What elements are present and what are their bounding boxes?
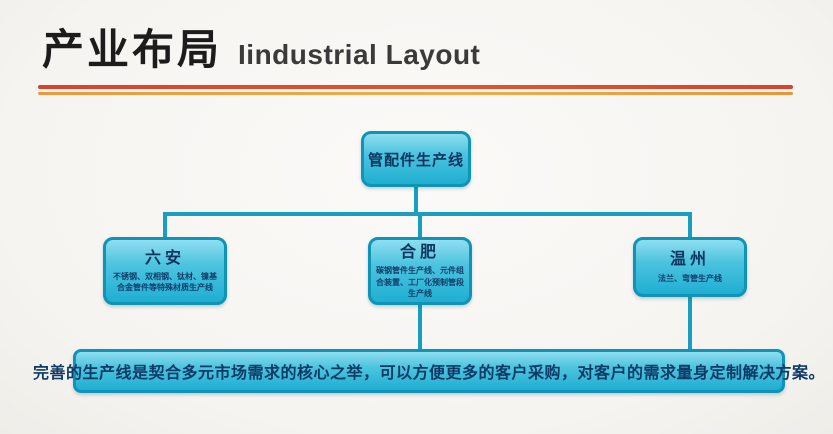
root-node-label: 管配件生产线 (367, 151, 464, 169)
connector-root-vertical (414, 187, 418, 214)
node-wenzhou-desc: 法兰、弯管生产线 (658, 273, 722, 283)
connector-wenzhou-to-footer (688, 297, 692, 349)
node-liuan-desc: 不锈钢、双相钢、钛材、镍基合金管件等特殊材质生产线 (113, 271, 217, 293)
connector-stub-liuan (163, 214, 167, 237)
node-liuan: 六安 不锈钢、双相钢、钛材、镍基合金管件等特殊材质生产线 (103, 237, 227, 305)
divider-line-bottom (38, 92, 793, 95)
connector-horizontal (163, 212, 692, 216)
node-hefei-desc: 碳钢管件生产线、元件组合装置、工厂化预制管段生产线 (376, 266, 464, 298)
page-subtitle: Iindustrial Layout (238, 39, 481, 70)
summary-text: 完善的生产线是契合多元市场需求的核心之举，可以方便更多的客户采购，对客户的需求量… (33, 365, 826, 382)
node-liuan-city: 六安 (144, 249, 185, 267)
page-title: 产业布局 (42, 26, 223, 73)
root-node: 管配件生产线 (361, 131, 471, 187)
divider-line-top (38, 85, 793, 89)
node-wenzhou-city: 温州 (669, 251, 710, 269)
summary-bar: 完善的生产线是契合多元市场需求的核心之举，可以方便更多的客户采购，对客户的需求量… (33, 349, 825, 393)
connector-hefei-to-footer (418, 305, 422, 349)
node-wenzhou: 温州 法兰、弯管生产线 (633, 237, 747, 297)
node-hefei-city: 合肥 (399, 244, 440, 262)
node-hefei: 合肥 碳钢管件生产线、元件组合装置、工厂化预制管段生产线 (368, 237, 472, 305)
page-header: 产业布局 Iindustrial Layout (42, 16, 480, 77)
connector-stub-hefei (418, 214, 422, 237)
connector-stub-wenzhou (688, 214, 692, 237)
